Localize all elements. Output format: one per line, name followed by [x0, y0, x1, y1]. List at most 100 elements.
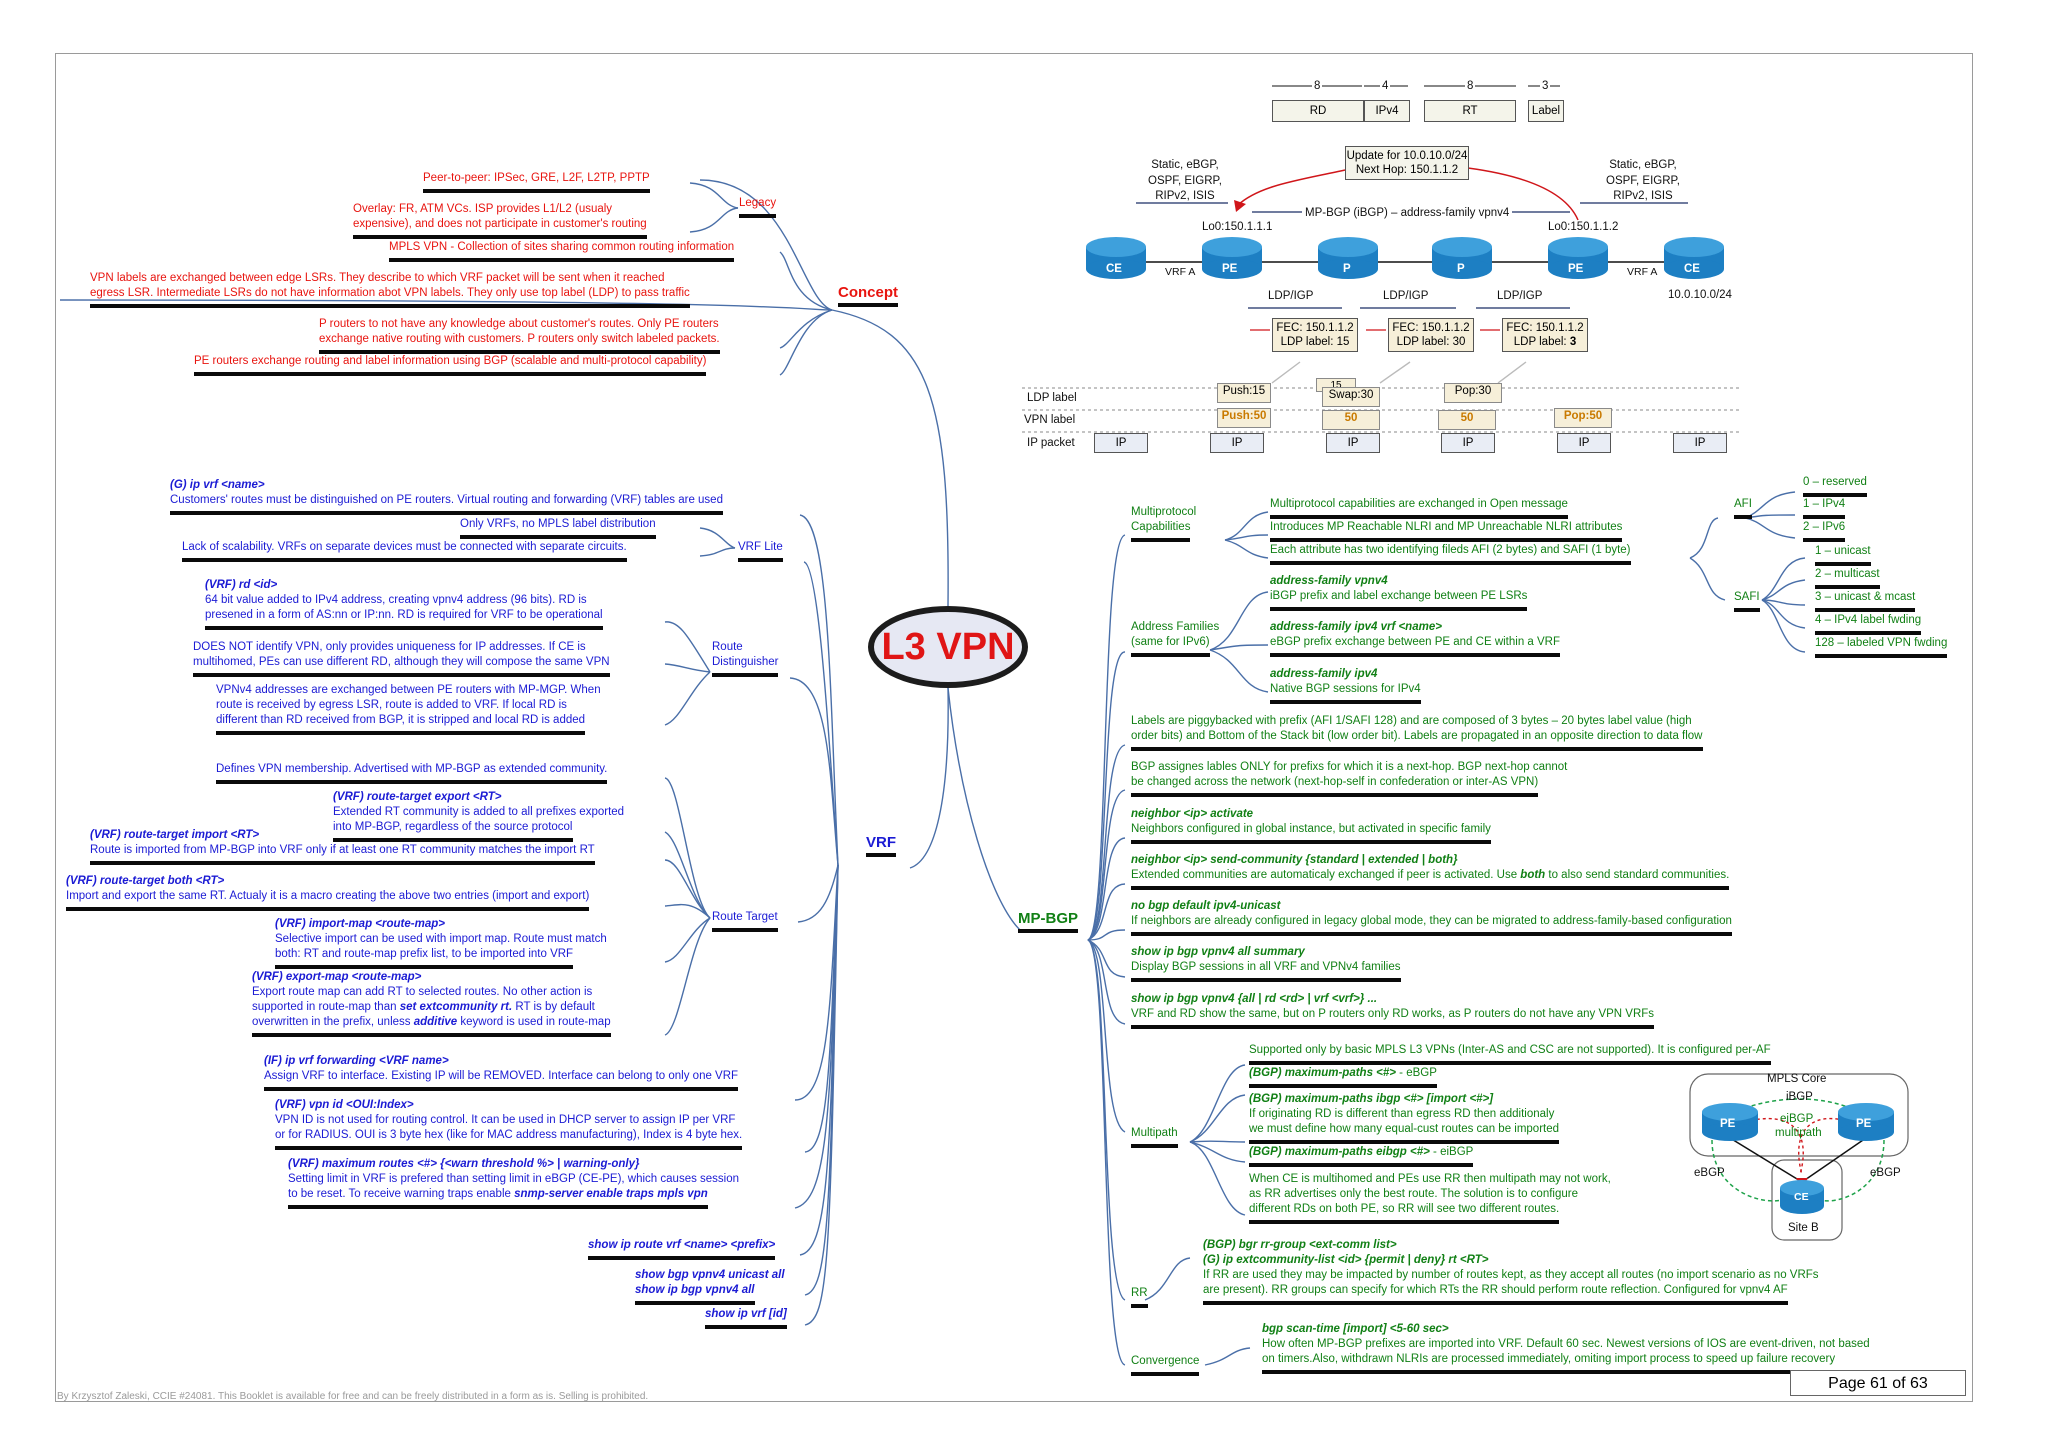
concept-header: Concept — [838, 284, 898, 307]
rt-exportmap-cmd: (VRF) export-map <route-map> — [252, 971, 422, 983]
rt-import: Route is imported from MP-BGP into VRF o… — [90, 843, 595, 865]
mpls-core-ibgp: iBGP — [1786, 1091, 1813, 1103]
vrf-show-bgp-all: show ip bgp vpnv4 all — [635, 1283, 755, 1305]
afi-label: AFI — [1734, 497, 1752, 519]
rd-label-b: Distinguisher — [712, 655, 779, 677]
len-3-label: 3 — [1540, 79, 1551, 95]
row-ldp-label: LDP label — [1027, 392, 1077, 404]
multipath-rr-c: different RDs on both PE, so RR will see… — [1249, 1202, 1560, 1224]
fec-box-1: FEC: 150.1.1.2 LDP label: 15 — [1272, 318, 1358, 352]
lo0-right: Lo0:150.1.1.2 — [1548, 221, 1619, 233]
multipath-supported: Supported only by basic MPLS L3 VPNs (In… — [1249, 1043, 1771, 1065]
vrf-forwarding-cmd: (IF) ip vrf forwarding <VRF name> — [264, 1055, 449, 1067]
mpbgp-show: VRF and RD show the same, but on P route… — [1131, 1007, 1655, 1029]
rd-2a: DOES NOT identify VPN, only provides uni… — [193, 641, 586, 653]
vrf-maxroutes-b: to be reset. To receive warning traps en… — [288, 1187, 708, 1209]
mpbgp-nodefault-cmd: no bgp default ipv4-unicast — [1131, 900, 1281, 912]
vpn-push50: Push:50 — [1217, 408, 1271, 428]
mpbgp-activate: Neighbors configured in global instance,… — [1131, 822, 1491, 844]
row-vpn-label: VPN label — [1024, 414, 1076, 426]
vrf-a-right: VRF A — [1627, 265, 1658, 281]
rt-exportmap-b-cmd: set extcommunity rt. — [399, 1001, 513, 1013]
update-arrow-left — [1237, 169, 1346, 206]
rt-exportmap-c-text: overwritten in the prefix, unless — [252, 1016, 414, 1028]
right-proto-line-c: RIPv2, ISIS — [1613, 190, 1673, 202]
rr-desc-a: If RR are used they may be impacted by n… — [1203, 1269, 1819, 1281]
vrf-maxroutes-a: Setting limit in VRF is prefered than se… — [288, 1173, 740, 1185]
router-pe-right-icon — [1548, 237, 1608, 279]
fec-box-2: FEC: 150.1.1.2 LDP label: 30 — [1388, 318, 1474, 352]
router-p1-label: P — [1343, 263, 1351, 275]
rt-both: Import and export the same RT. Actualy i… — [66, 889, 590, 911]
mpbgp-sendcomm-kw: both — [1520, 869, 1546, 881]
mpbgp-sendcomm-text: Extended communities are automaticaly ex… — [1131, 869, 1521, 881]
vrf-vpnid-a: VPN ID is not used for routing control. … — [275, 1114, 736, 1126]
update-nexthop: Next Hop: 150.1.1.2 — [1355, 164, 1459, 176]
mpbgp-sendcomm-tail: to also send standard communities. — [1545, 869, 1730, 881]
fec-1-prefix: FEC: 150.1.1.2 — [1276, 322, 1354, 334]
multipath-ebgp: (BGP) maximum-paths <#> - eBGP — [1249, 1066, 1437, 1088]
rt-exportmap-b-text: supported in route-map than — [252, 1001, 400, 1013]
ldp-igp-1: LDP/IGP — [1268, 290, 1314, 302]
ebgp-right-arrow — [1819, 1139, 1885, 1202]
vrf-forwarding: Assign VRF to interface. Existing IP wil… — [264, 1069, 739, 1091]
rt-exportmap-a: Export route map can add RT to selected … — [252, 986, 593, 998]
rt-label: Route Target — [712, 910, 778, 932]
mpbgp-nexthop-a: BGP assignes lables ONLY for prefixs for… — [1131, 761, 1568, 773]
len-8-rt: 8 — [1465, 79, 1476, 95]
ip-packet-4: IP — [1441, 433, 1495, 453]
mpbgp-show-cmd: show ip bgp vpnv4 {all | rd <rd> | vrf <… — [1131, 993, 1378, 1005]
multipath-ebgp-cmd: (BGP) maximum-paths <#> — [1249, 1067, 1396, 1079]
ip-packet-3: IP — [1326, 433, 1380, 453]
ldp-swap30: Swap:30 — [1322, 387, 1380, 407]
legacy-item-overlay-a: Overlay: FR, ATM VCs. ISP provides L1/L2… — [353, 203, 613, 215]
safi-value-2: 2 – multicast — [1815, 567, 1880, 589]
multipath-ibgp-cmd: (BGP) maximum-paths ibgp <#> [import <#>… — [1249, 1093, 1494, 1105]
page-number: Page 61 of 63 — [1790, 1370, 1966, 1396]
vrf-lite-2: Lack of scalability. VRFs on separate de… — [182, 540, 627, 562]
convergence-b: on timers.Also, withdrawn NLRIs are proc… — [1262, 1352, 1836, 1374]
mpbgp-nexthop-b: be changed across the network (next-hop-… — [1131, 775, 1539, 797]
gray-arrow-1 — [1271, 361, 1301, 384]
update-arrow-right — [1467, 167, 1579, 221]
legacy-item-overlay-b: expensive), and does not participate in … — [353, 217, 647, 239]
mpbgp-nodefault: If neighbors are already configured in l… — [1131, 914, 1732, 936]
right-proto-line-a: Static, eBGP, — [1609, 159, 1677, 171]
afi-value-0: 0 – reserved — [1803, 475, 1867, 497]
multipath-ebgp-suffix: - eBGP — [1395, 1067, 1437, 1079]
update-prefix: Update for 10.0.10.0/24 — [1346, 150, 1468, 162]
rt-export-b: into MP-BGP, regardless of the source pr… — [333, 820, 573, 842]
vrf-header: VRF — [866, 834, 896, 857]
concept-prouters-a: P routers to not have any knowledge abou… — [319, 318, 719, 330]
multipath-ibgp-a: If originating RD is different than egre… — [1249, 1108, 1555, 1120]
rd-3b: route is received by egress LSR, route i… — [216, 699, 567, 711]
field-rt: RT — [1424, 100, 1516, 122]
af-ipv4: Native BGP sessions for IPv4 — [1270, 682, 1421, 704]
pe-right-router-icon — [1838, 1103, 1894, 1141]
ip-packet-5: IP — [1557, 433, 1611, 453]
link-pe-right-ce — [1801, 1137, 1867, 1183]
mpbgp-sendcomm: Extended communities are automaticaly ex… — [1131, 868, 1730, 890]
mpbgp-activate-cmd: neighbor <ip> activate — [1131, 808, 1254, 820]
ldp-igp-2: LDP/IGP — [1383, 290, 1429, 302]
site-b-label: Site B — [1788, 1222, 1819, 1234]
update-box: Update for 10.0.10.0/24 Next Hop: 150.1.… — [1345, 146, 1469, 180]
fec-3-label-text: LDP label: — [1513, 336, 1570, 348]
multipath-ibgp-b: we must define how many equal-cust route… — [1249, 1122, 1560, 1144]
update-arrowhead — [1234, 200, 1246, 212]
safi-value-3: 3 – unicast & mcast — [1815, 590, 1916, 612]
ce-router-icon — [1780, 1180, 1824, 1214]
vrf-show-vrf: show ip vrf [id] — [705, 1307, 787, 1329]
fec-3-label: LDP label: 3 — [1503, 335, 1587, 349]
field-rd: RD — [1272, 100, 1364, 122]
rr-extcomm-cmd: (G) ip extcommunity-list <id> {permit | … — [1203, 1254, 1489, 1266]
afi-value-1: 1 – IPv4 — [1803, 497, 1846, 519]
router-p1-icon — [1318, 237, 1378, 279]
rt-importmap-cmd: (VRF) import-map <route-map> — [275, 918, 445, 930]
rd-3a: VPNv4 addresses are exchanged between PE… — [216, 684, 601, 696]
mp-cap-label-b: Capabilities — [1131, 520, 1191, 542]
router-ce-left-label: CE — [1106, 263, 1122, 275]
rt-importmap-a: Selective import can be used with import… — [275, 933, 607, 945]
pe-right-label: PE — [1856, 1118, 1872, 1130]
